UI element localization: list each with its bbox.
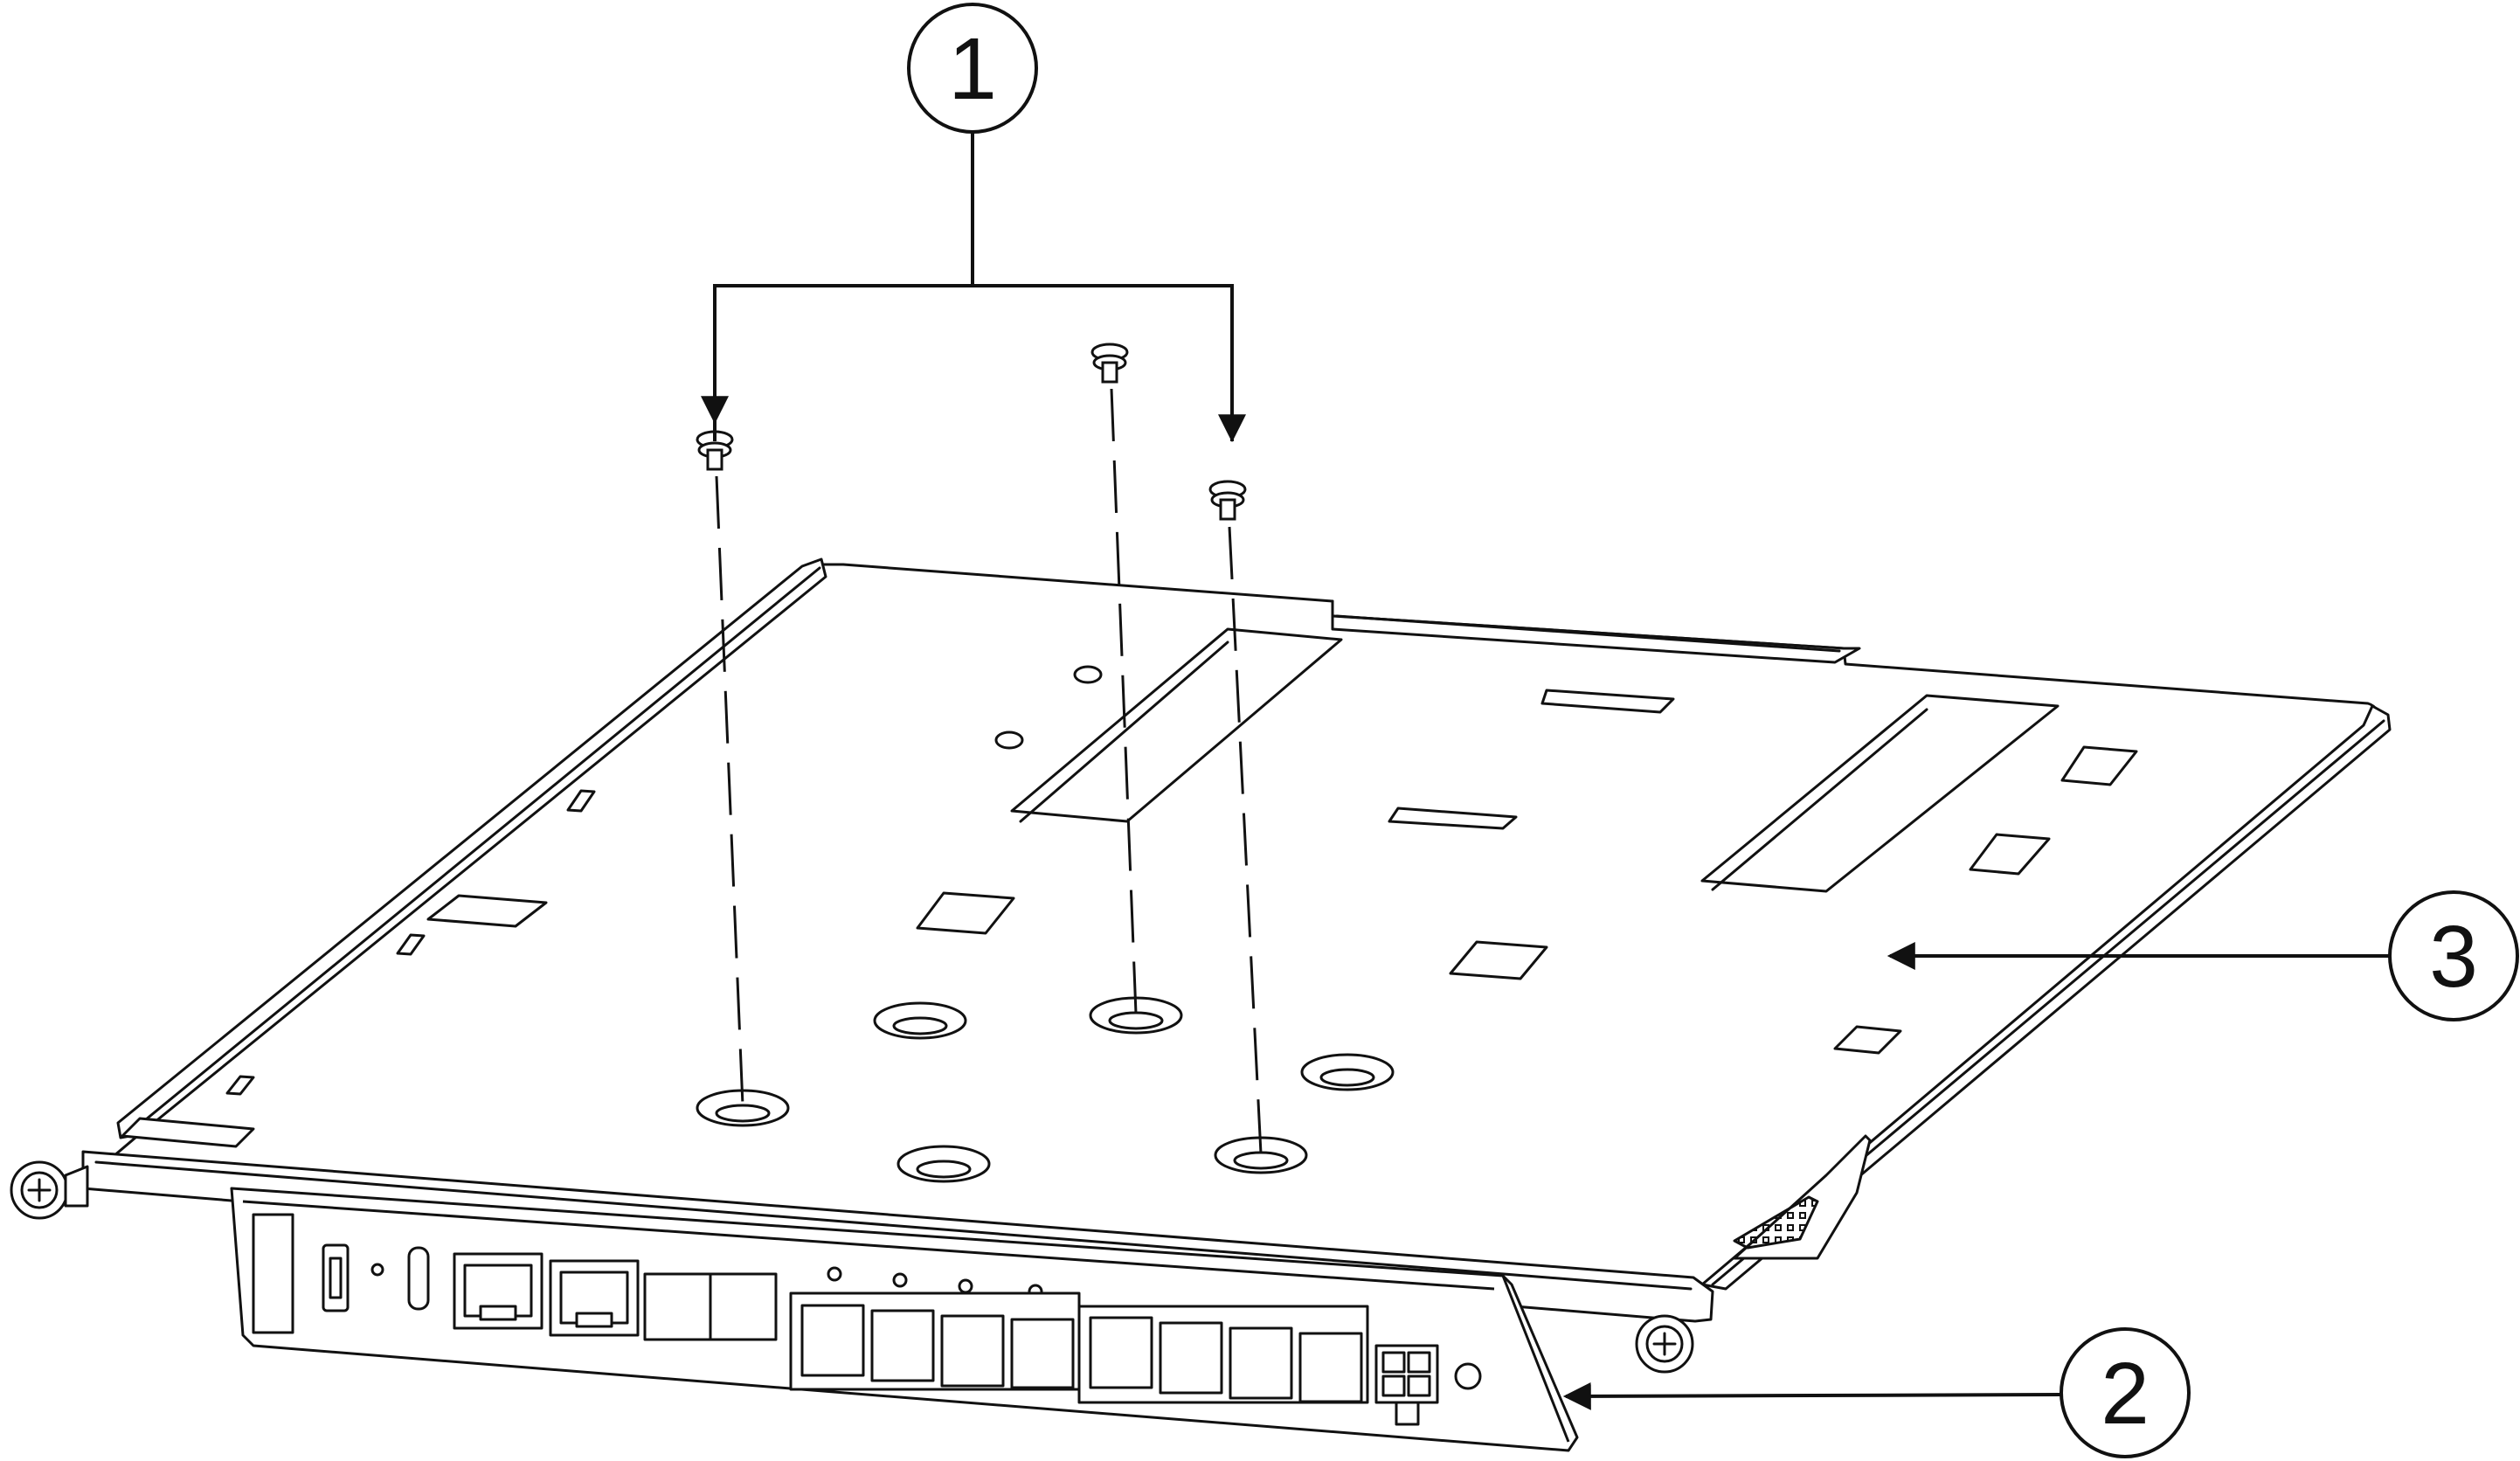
power-connector: [1374, 1344, 1482, 1426]
sfp-ports: [643, 1272, 778, 1341]
tray-back-bracket: [1331, 599, 1861, 664]
callout-3: 3: [2388, 890, 2519, 1021]
alignment-lines: [715, 388, 1263, 1154]
screws: [696, 343, 1247, 521]
module-front-panel: [230, 1187, 1579, 1452]
screw-right: [1208, 480, 1247, 521]
right-thumbscrew: [1635, 1314, 1694, 1374]
management-ports: [453, 1252, 640, 1337]
ethernet-ports-a: [789, 1291, 1081, 1391]
screw-center: [1090, 343, 1129, 384]
tray-left-rail: [116, 557, 827, 1139]
callout-3-label: 3: [2429, 908, 2478, 1006]
callout-2: 2: [2060, 1327, 2191, 1458]
callout-1-label: 1: [948, 20, 997, 118]
callout-leaders: [701, 133, 2390, 1410]
slot-cover-right: [1700, 694, 2060, 893]
callout-1: 1: [907, 3, 1038, 134]
tray-right-rail: [1700, 704, 2392, 1291]
callout-2-label: 2: [2101, 1345, 2150, 1443]
ethernet-ports-b: [1077, 1305, 1369, 1404]
left-thumbscrew: [10, 1160, 89, 1220]
